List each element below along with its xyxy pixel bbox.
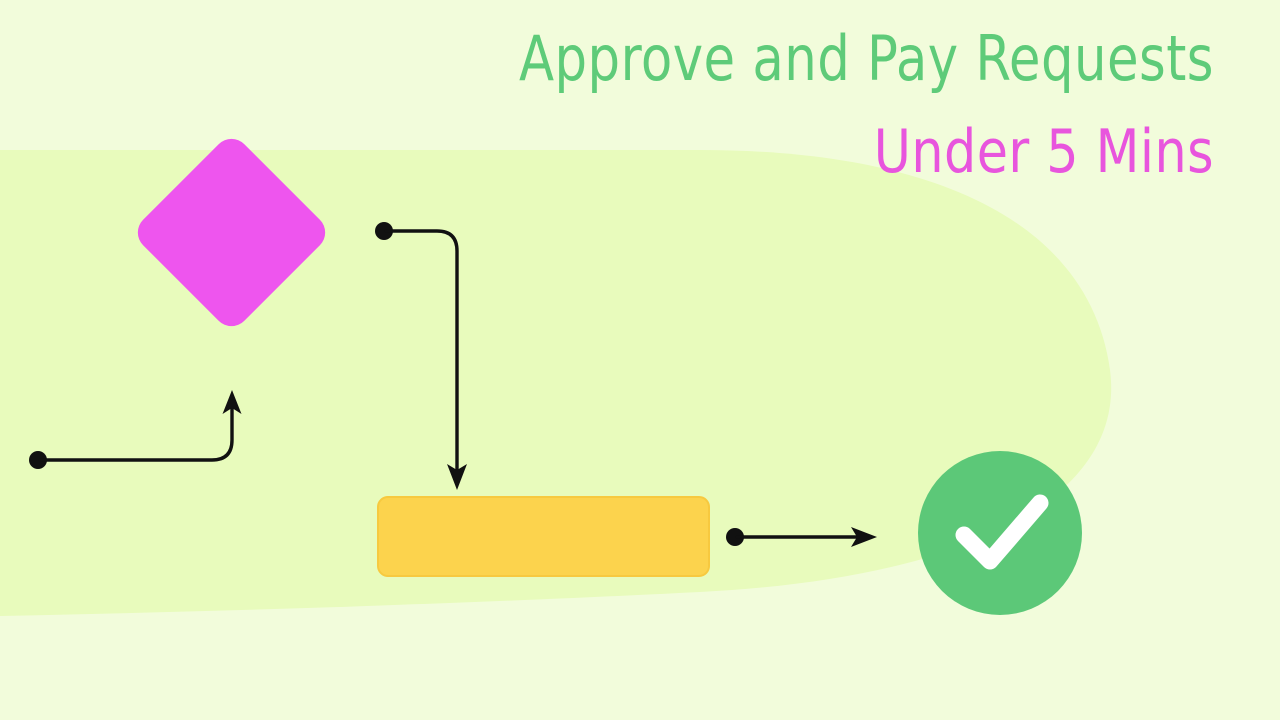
page-subtitle: Under 5 Mins [873,117,1214,187]
headline-block: Approve and Pay Requests Under 5 Mins [354,22,1214,187]
success-circle-node [918,451,1082,615]
check-icon [955,494,1049,570]
page-title: Approve and Pay Requests [518,22,1214,95]
process-rectangle-node [377,496,710,577]
